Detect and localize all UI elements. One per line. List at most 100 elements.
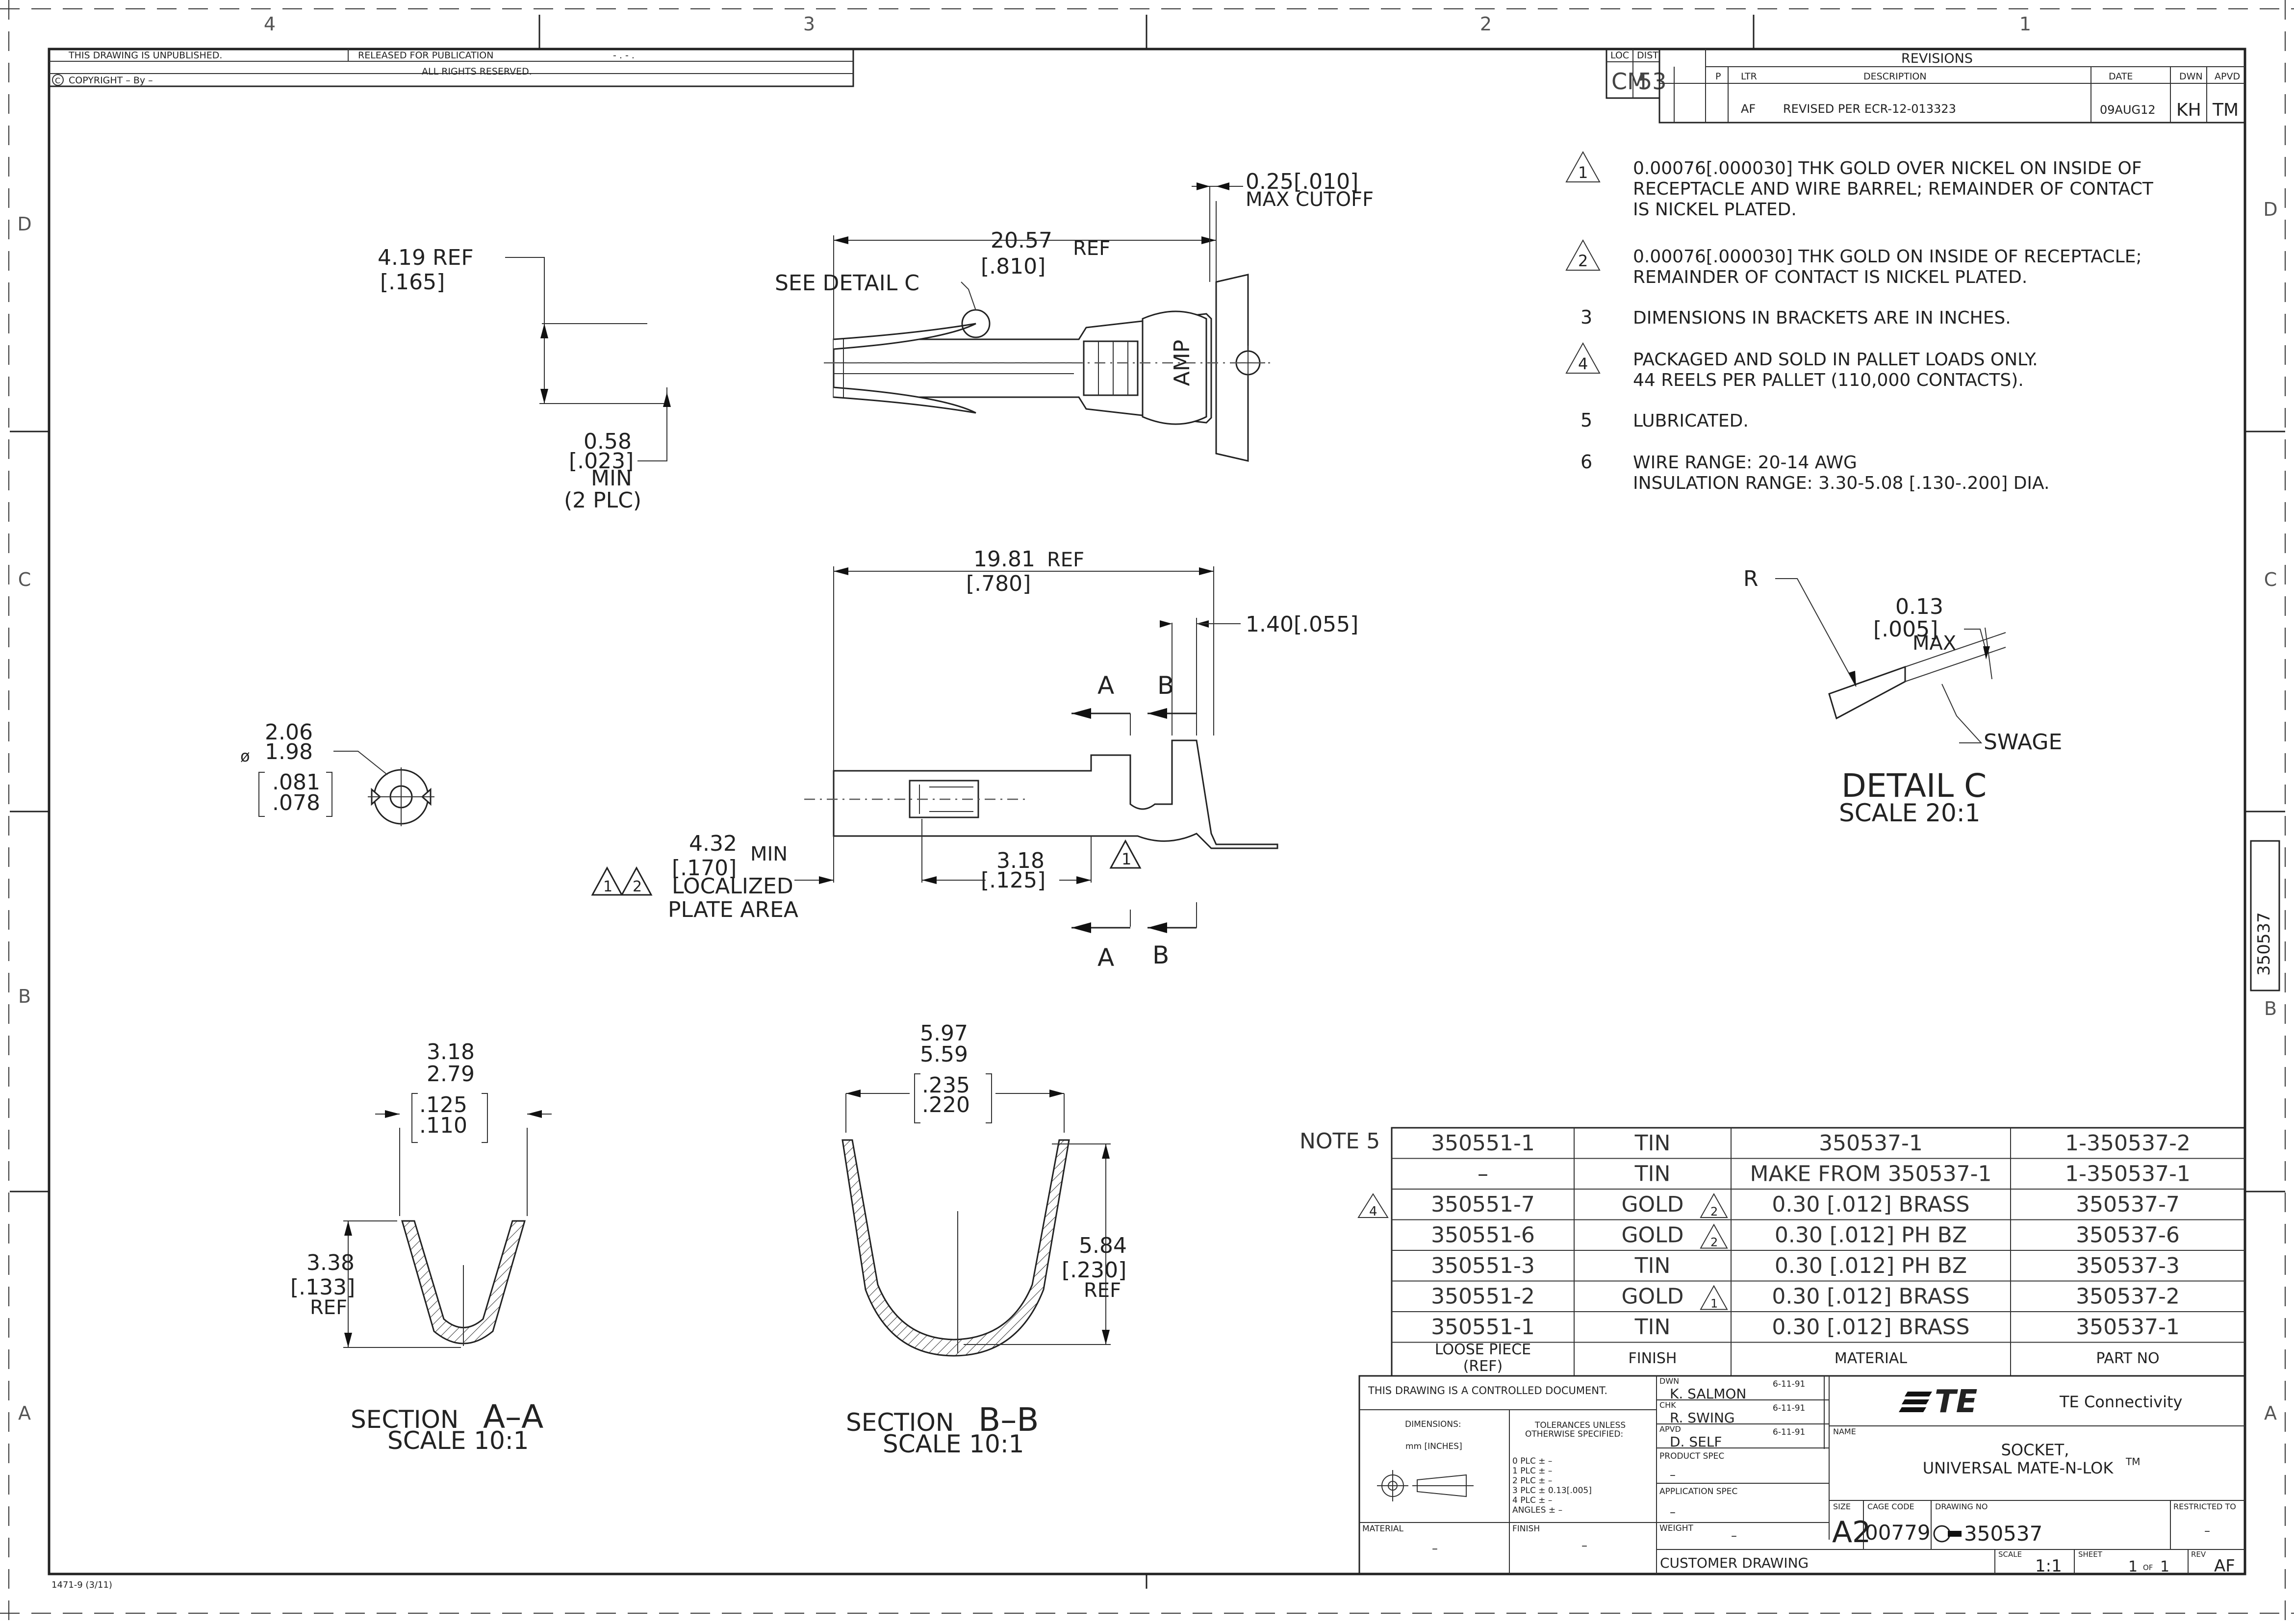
note-line: 44 REELS PER PALLET (110,000 CONTACTS).	[1633, 370, 2024, 390]
rev-apvd: TM	[2212, 100, 2239, 120]
sec-bb-dim-4: .220	[922, 1092, 970, 1117]
finish-flag-icon	[1700, 1223, 1728, 1249]
restricted-label: RESTRICTED TO	[2173, 1502, 2236, 1511]
detail-c	[1775, 578, 2006, 743]
rev-col-dwn: DWN	[2179, 71, 2203, 82]
cell-loose: 350551-3	[1431, 1253, 1535, 1278]
customer-drawing: CUSTOMER DRAWING	[1660, 1555, 1809, 1571]
cell-loose: 350551-6	[1431, 1223, 1535, 1248]
header-loose-ref: (REF)	[1463, 1358, 1503, 1375]
cage-value: 00779	[1865, 1521, 1931, 1545]
cell-material: 0.30 [.012] BRASS	[1772, 1284, 1969, 1309]
sec-aa-dim-2: 2.79	[427, 1062, 475, 1087]
side-view	[591, 566, 1278, 933]
loc-flag-1: 1	[603, 878, 612, 895]
tolerance-row: 1 PLC ± –	[1512, 1466, 1552, 1476]
zone-top-1: 1	[2019, 13, 2031, 35]
zone-right-b: B	[2264, 998, 2277, 1019]
weight-value: –	[1731, 1529, 1737, 1543]
sec-aa-bracket-right	[482, 1093, 488, 1143]
section-marker-b-top: B	[1157, 671, 1174, 700]
side-dim-4b: [.125]	[981, 868, 1045, 893]
scale-value: 1:1	[2035, 1556, 2062, 1576]
cell-material: 0.30 [.012] BRASS	[1772, 1315, 1969, 1340]
side-dim-3: 4.32	[689, 831, 737, 856]
cell-finish: GOLD	[1621, 1223, 1683, 1248]
size-value: A2	[1832, 1515, 1871, 1549]
side-dim-2: 1.40[.055]	[1246, 612, 1358, 637]
released-value: - . - .	[613, 50, 635, 61]
end-dim-4: .078	[272, 790, 320, 815]
end-dim-3: .081	[272, 770, 320, 795]
te-logo	[1899, 1392, 1932, 1412]
weight-label: WEIGHT	[1659, 1523, 1694, 1533]
note-line: INSULATION RANGE: 3.30-5.08 [.130-.200] …	[1633, 473, 2049, 493]
section-bb	[841, 1090, 1111, 1357]
zone-right-a: A	[2264, 1402, 2277, 1424]
rev-value: AF	[2214, 1556, 2235, 1576]
dwn-name: K. SALMON	[1670, 1386, 1746, 1402]
detail-c-max: MAX	[1912, 632, 1956, 655]
unpublished-label: THIS DRAWING IS UNPUBLISHED.	[68, 50, 222, 61]
apvd-label: APVD	[1659, 1424, 1681, 1434]
top-dim-4d: (2 PLC)	[564, 488, 641, 513]
end-dim-2: 1.98	[265, 739, 313, 764]
cell-material: 350537-1	[1819, 1131, 1923, 1156]
sec-bb-dim-3: .235	[922, 1073, 970, 1098]
application-spec-label: APPLICATION SPEC	[1659, 1487, 1737, 1497]
finish-value: –	[1581, 1539, 1587, 1552]
zone-left-d: D	[17, 213, 31, 235]
dist-value: 53	[1638, 68, 1667, 95]
sheet-total: 1	[2160, 1558, 2169, 1575]
tolerance-row: 0 PLC ± –	[1512, 1456, 1552, 1466]
side-tab: 350537	[2250, 840, 2280, 991]
sec-bb-dim-2: 5.59	[920, 1042, 968, 1067]
rev-col-p: P	[1715, 71, 1721, 82]
header-loose: LOOSE PIECE	[1435, 1341, 1531, 1358]
note-line: LUBRICATED.	[1633, 411, 1749, 431]
cell-loose: 350551-1	[1431, 1131, 1535, 1156]
application-spec-value: –	[1670, 1505, 1676, 1519]
tolerance-rows: 0 PLC ± –1 PLC ± –2 PLC ± –3 PLC ± 0.13[…	[1512, 1456, 1592, 1515]
rev-col-ltr: LTR	[1741, 71, 1757, 82]
zone-top-4: 4	[264, 13, 276, 35]
note-line: IS NICKEL PLATED.	[1633, 200, 1797, 220]
top-dim-2-ref: REF	[1073, 237, 1110, 260]
sec-bb-title-id: B–B	[978, 1401, 1039, 1439]
detail-c-dim-1: 0.13	[1895, 594, 1943, 619]
note-line: 0.00076[.000030] THK GOLD OVER NICKEL ON…	[1633, 158, 2142, 178]
tolerances-label: TOLERANCES UNLESS	[1534, 1421, 1626, 1430]
tolerance-row: ANGLES ± –	[1512, 1505, 1562, 1515]
note-flag-icon	[1565, 342, 1601, 374]
row-flag-number: 4	[1369, 1204, 1377, 1219]
end-bracket-left	[258, 772, 265, 817]
cell-part: 350537-7	[2076, 1192, 2180, 1217]
scale-label: SCALE	[1998, 1550, 2022, 1559]
section-marker-b-bottom: B	[1152, 941, 1169, 969]
rev-dwn: KH	[2176, 100, 2201, 120]
finish-flag-number: 1	[1710, 1297, 1718, 1311]
note-number: 5	[1580, 409, 1592, 431]
detail-c-swage: SWAGE	[1984, 730, 2062, 755]
top-dim-4b: [.023]	[569, 449, 634, 474]
section-marker-a-top: A	[1097, 671, 1114, 700]
finish-flag-number: 2	[1710, 1205, 1718, 1218]
form-number: 1471-9 (3/11)	[51, 1580, 112, 1590]
rev-col-apvd: APVD	[2215, 71, 2240, 82]
sec-bb-dim-1: 5.97	[920, 1021, 968, 1046]
dimensions-label: DIMENSIONS:	[1405, 1420, 1461, 1429]
side-dim-3b: [.170]	[672, 856, 737, 881]
sec-aa-dim-6: [.133]	[290, 1275, 355, 1300]
zone-left-c: C	[18, 569, 31, 590]
cage-label: CAGE CODE	[1867, 1502, 1914, 1511]
note-number: 6	[1580, 451, 1592, 473]
sheet-label: SHEET	[2078, 1550, 2103, 1559]
name-label: NAME	[1833, 1427, 1856, 1436]
side-dim-4: 3.18	[996, 848, 1045, 873]
note-5-label: NOTE 5	[1300, 1129, 1380, 1154]
top-dim-4: 0.58	[584, 429, 632, 454]
sec-aa-title-pre: SECTION	[351, 1405, 459, 1434]
finish-flag-icon	[1700, 1193, 1728, 1218]
chk-label: CHK	[1659, 1400, 1676, 1410]
